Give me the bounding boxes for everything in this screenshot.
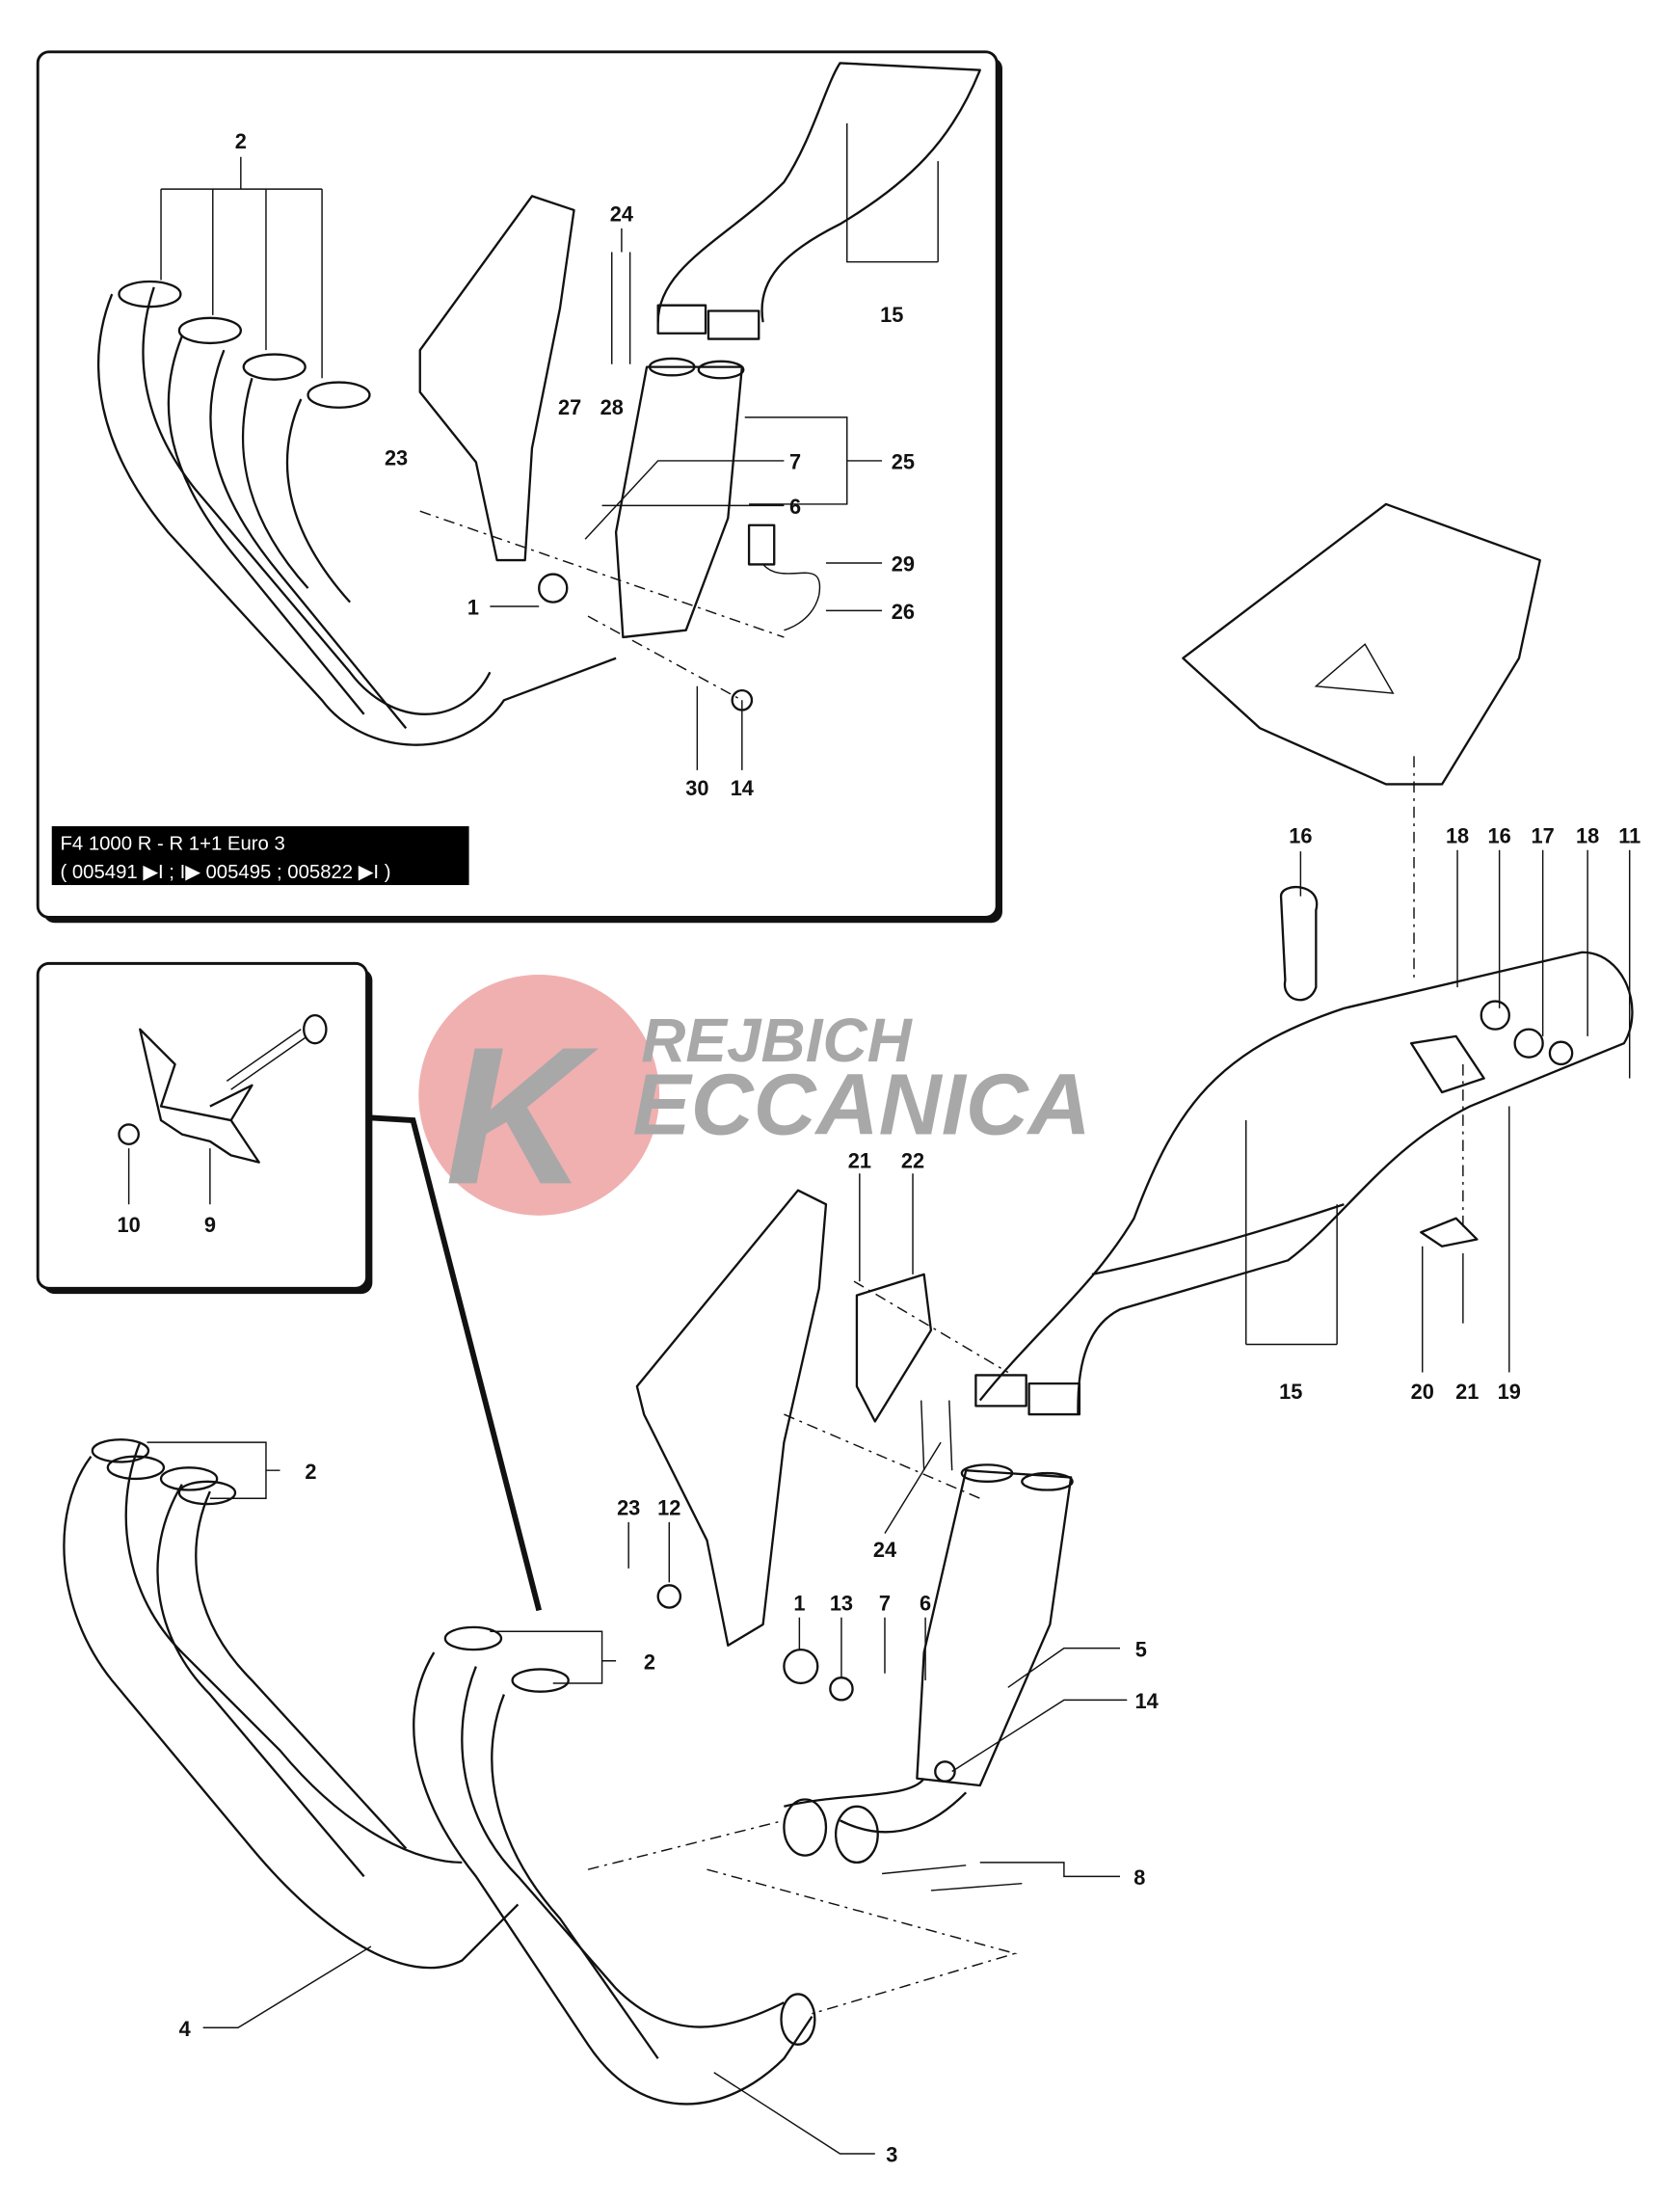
watermark-line1: REJBICH: [641, 1006, 913, 1075]
callout: 2: [305, 1460, 316, 1484]
watermark-logo: K REJBICH ECCANICA: [418, 975, 1091, 1225]
callout: 23: [385, 445, 408, 470]
callout: 6: [789, 495, 801, 519]
callout: 9: [204, 1213, 216, 1237]
detail-inset-panel: [36, 961, 543, 1612]
callout: 24: [873, 1538, 896, 1562]
callout: 21: [848, 1148, 871, 1172]
callout: 29: [892, 552, 915, 577]
callout: 11: [1618, 823, 1640, 847]
callout: 1: [793, 1591, 805, 1615]
inset-labels: 2 24 15 27 28 23 7 25 6 29 1 26 30 14: [235, 129, 915, 800]
callout: 1: [467, 596, 479, 620]
callout: 15: [880, 303, 903, 327]
main-labels: 16 18 16 17 18 11 21 22 15 20 21 19 2 23…: [179, 823, 1641, 2166]
callout: 18: [1576, 823, 1599, 847]
callout: 16: [1289, 823, 1312, 847]
callout: 13: [830, 1591, 853, 1615]
callout: 25: [892, 450, 915, 474]
callout: 4: [179, 2017, 191, 2041]
callout: 5: [1135, 1637, 1147, 1661]
callout: 21: [1455, 1380, 1479, 1404]
callout: 28: [600, 395, 624, 419]
detail-labels: 10 9: [118, 1213, 216, 1237]
variant-line1: F4 1000 R - R 1+1 Euro 3: [60, 834, 284, 855]
watermark-circle: [418, 975, 660, 1216]
callout: 17: [1532, 823, 1555, 847]
variant-label-box: [51, 826, 469, 886]
callout: 22: [901, 1148, 924, 1172]
callout: 24: [610, 202, 633, 227]
callout: 18: [1446, 823, 1469, 847]
callout: 14: [731, 776, 754, 800]
callout: 10: [118, 1213, 141, 1237]
main-assembly: [63, 502, 1634, 2155]
callout: 2: [644, 1650, 655, 1674]
callout: 20: [1411, 1380, 1434, 1404]
variant-line2: ( 005491 ▶I ; I▶ 005495 ; 005822 ▶I ): [60, 862, 390, 883]
callout: 12: [657, 1496, 680, 1520]
callout: 2: [235, 129, 247, 153]
callout: 8: [1133, 1865, 1145, 1890]
inset-euro3-panel: F4 1000 R - R 1+1 Euro 3 ( 005491 ▶I ; I…: [36, 50, 1002, 924]
callout: 27: [558, 395, 581, 419]
callout: 30: [685, 776, 708, 800]
callout: 14: [1134, 1689, 1158, 1713]
callout: 26: [892, 600, 915, 624]
watermark-line2: ECCANICA: [633, 1057, 1091, 1154]
callout: 15: [1279, 1380, 1302, 1404]
watermark-initial: K: [445, 1006, 600, 1225]
callout: 7: [789, 450, 801, 474]
callout: 23: [617, 1496, 640, 1520]
callout: 3: [886, 2143, 897, 2167]
callout: 19: [1498, 1380, 1521, 1404]
callout: 16: [1488, 823, 1511, 847]
callout: 7: [879, 1591, 891, 1615]
callout: 6: [920, 1591, 931, 1615]
